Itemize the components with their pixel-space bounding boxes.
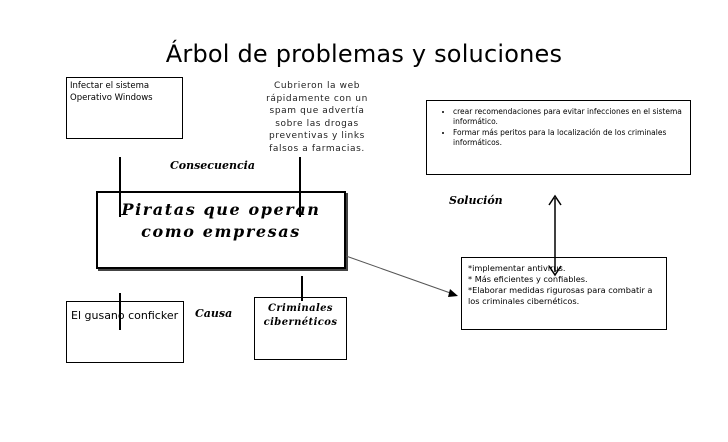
effect-box-windows: Infectar el sistema Operativo Windows [66, 77, 183, 139]
label-solucion: Solución [449, 194, 503, 207]
connector-to-solution [345, 255, 457, 296]
cause-text-conficker: El gusano conficker [71, 309, 179, 322]
solution-line: *implementar antivirus. [468, 263, 566, 273]
label-causa: Causa [195, 307, 233, 320]
solution-item: Formar más peritos para la localización … [453, 128, 686, 148]
label-consecuencia: Consecuencia [170, 159, 255, 172]
solution-line: *Elaborar medidas rigurosas para combati… [468, 285, 653, 306]
cause-box-criminales: Criminales cibernéticos [254, 297, 347, 360]
effect-text-spam: Cubrieron la web rápidamente con un spam… [266, 81, 368, 154]
central-problem-text: Piratas que operan como empresas [121, 200, 321, 241]
central-problem-box: Piratas que operan como empresas [96, 191, 346, 269]
arrow-head-solution [448, 289, 458, 297]
arrow-up-icon [548, 194, 562, 206]
diagram-title: Árbol de problemas y soluciones [165, 40, 563, 68]
effect-text-windows: Infectar el sistema Operativo Windows [70, 81, 153, 103]
cause-box-conficker: El gusano conficker [66, 301, 184, 363]
cause-text-criminales: Criminales cibernéticos [263, 303, 338, 328]
solution-box-antivirus: *implementar antivirus. * Más eficientes… [461, 257, 667, 330]
solution-item: crear recomendaciones para evitar infecc… [453, 107, 686, 127]
arrow-down-icon [548, 265, 562, 277]
solution-list-top: crear recomendaciones para evitar infecc… [435, 107, 686, 148]
solution-box-recommendations: crear recomendaciones para evitar infecc… [426, 100, 691, 175]
solution-line: * Más eficientes y confiables. [468, 274, 588, 284]
